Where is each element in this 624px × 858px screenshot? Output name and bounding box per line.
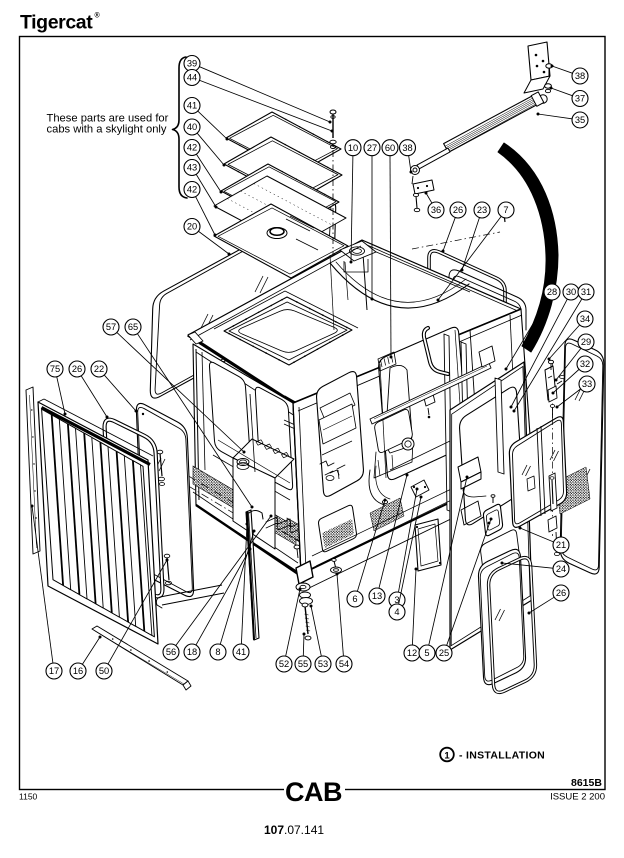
svg-text:31: 31 — [581, 287, 591, 297]
svg-text:8615B: 8615B — [571, 777, 602, 789]
svg-text:24: 24 — [556, 564, 566, 574]
svg-text:26: 26 — [72, 364, 82, 374]
svg-text:16: 16 — [73, 666, 83, 676]
svg-text:1: 1 — [444, 750, 450, 761]
svg-text:28: 28 — [547, 287, 557, 297]
svg-text:57: 57 — [106, 322, 116, 332]
svg-text:21: 21 — [556, 540, 566, 550]
svg-text:5: 5 — [424, 648, 429, 658]
svg-text:60: 60 — [385, 143, 395, 153]
svg-text:25: 25 — [439, 648, 449, 658]
svg-text:32: 32 — [580, 359, 590, 369]
svg-text:34: 34 — [580, 314, 590, 324]
svg-text:26: 26 — [556, 588, 566, 598]
svg-text:.07.141: .07.141 — [284, 823, 324, 837]
svg-text:38: 38 — [402, 143, 412, 153]
svg-text:ISSUE 2 200: ISSUE 2 200 — [550, 792, 605, 803]
svg-text:18: 18 — [187, 647, 197, 657]
svg-text:44: 44 — [187, 73, 197, 83]
svg-text:26: 26 — [453, 205, 463, 215]
svg-text:30: 30 — [566, 287, 576, 297]
svg-text:3: 3 — [394, 595, 399, 605]
svg-text:41: 41 — [236, 647, 246, 657]
svg-text:43: 43 — [187, 163, 197, 173]
svg-text:65: 65 — [128, 322, 138, 332]
svg-text:23: 23 — [477, 205, 487, 215]
svg-text:10: 10 — [348, 143, 358, 153]
svg-text:cabs with a skylight only: cabs with a skylight only — [47, 124, 167, 136]
svg-text:37: 37 — [575, 94, 585, 104]
svg-text:42: 42 — [187, 185, 197, 195]
svg-text:36: 36 — [431, 205, 441, 215]
svg-text:CAB: CAB — [285, 777, 342, 807]
svg-text:29: 29 — [581, 337, 591, 347]
svg-text:20: 20 — [187, 222, 197, 232]
svg-text:54: 54 — [339, 659, 349, 669]
svg-text:38: 38 — [575, 71, 585, 81]
svg-text:41: 41 — [187, 101, 197, 111]
svg-text:39: 39 — [187, 59, 197, 69]
svg-text:13: 13 — [372, 591, 382, 601]
svg-text:These parts are used for: These parts are used for — [47, 113, 169, 125]
svg-text:42: 42 — [187, 143, 197, 153]
svg-text:12: 12 — [407, 648, 417, 658]
svg-text:50: 50 — [99, 666, 109, 676]
svg-text:107: 107 — [264, 823, 284, 837]
svg-text:®: ® — [95, 12, 101, 20]
svg-text:1150: 1150 — [19, 792, 38, 802]
svg-text:6: 6 — [352, 594, 357, 604]
svg-text:27: 27 — [367, 143, 377, 153]
svg-text:4: 4 — [394, 607, 399, 617]
svg-text:7: 7 — [503, 205, 508, 215]
svg-text:- INSTALLATION: - INSTALLATION — [459, 750, 545, 762]
svg-text:55: 55 — [298, 659, 308, 669]
svg-text:Tigercat: Tigercat — [20, 12, 93, 34]
svg-text:56: 56 — [166, 647, 176, 657]
svg-text:35: 35 — [575, 115, 585, 125]
svg-text:33: 33 — [582, 379, 592, 389]
svg-text:52: 52 — [279, 659, 289, 669]
svg-text:53: 53 — [318, 659, 328, 669]
svg-text:40: 40 — [187, 122, 197, 132]
svg-text:22: 22 — [94, 364, 104, 374]
svg-text:75: 75 — [50, 364, 60, 374]
svg-text:8: 8 — [215, 647, 220, 657]
svg-text:17: 17 — [49, 666, 59, 676]
